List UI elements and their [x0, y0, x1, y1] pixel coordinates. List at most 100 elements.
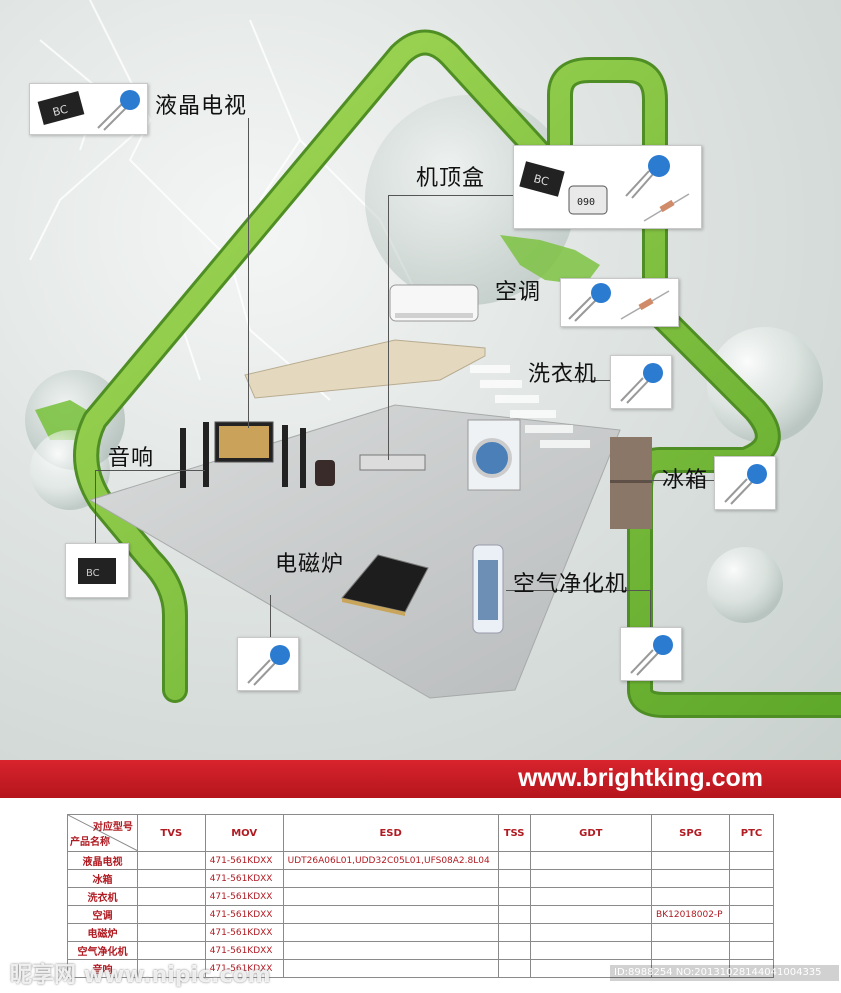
row-product-name: 电磁炉 [67, 923, 138, 942]
varistor-icon [653, 635, 673, 655]
table-corner-header: 对应型号 产品名称 [67, 814, 138, 852]
leader-stb [388, 195, 389, 460]
cell-ptc [729, 923, 774, 942]
callout-tv-components: BC [29, 83, 148, 135]
cell-mov: 471-561KDXX [204, 869, 284, 888]
cell-gdt [529, 869, 653, 888]
label-air-conditioner: 空调 [495, 280, 542, 305]
chip-mark-text: BC [532, 172, 550, 189]
cell-tss [497, 851, 531, 870]
leader-fridge [648, 480, 714, 481]
cell-spg [651, 869, 731, 888]
cell-mov: 471-561KDXX [204, 905, 284, 924]
cell-esd [282, 923, 499, 942]
leader-speaker [95, 470, 96, 550]
leader-tv [248, 118, 249, 428]
air-conditioner [389, 284, 479, 322]
air-purifier [472, 544, 504, 634]
callout-washer-components [610, 355, 672, 409]
washing-machine [467, 419, 521, 491]
cell-tss [497, 941, 531, 960]
sidac-icon [568, 185, 608, 215]
cell-tvs [136, 851, 206, 870]
cell-mov: 471-561KDXX [204, 851, 284, 870]
varistor-icon [648, 155, 670, 177]
column-header-tvs: TVS [136, 814, 206, 852]
label-air-purifier: 空气净化机 [513, 572, 629, 597]
varistor-icon [270, 645, 290, 665]
leader-cooker [270, 595, 271, 638]
callout-speaker-components: BC [65, 543, 129, 598]
callout-purifier-components [620, 627, 682, 681]
cell-tss [497, 923, 531, 942]
cell-gdt [529, 887, 653, 906]
set-top-box [359, 454, 426, 471]
upper-floor [244, 339, 486, 399]
label-set-top-box: 机顶盒 [416, 166, 486, 191]
cell-gdt [529, 923, 653, 942]
cell-tss [497, 869, 531, 888]
varistor-icon [643, 363, 663, 383]
cell-spg [651, 923, 731, 942]
chip-mark-text: BC [86, 568, 100, 579]
bubble-2 [707, 547, 783, 623]
product-table: 对应型号 产品名称 TVS MOV ESD TSS GDT SPG PTC 液晶… [67, 814, 774, 978]
column-header-gdt: GDT [529, 814, 653, 852]
induction-cooker [341, 554, 429, 616]
cell-spg [651, 851, 731, 870]
lightning [29, 0, 421, 401]
column-header-esd: ESD [282, 814, 499, 852]
label-tv: 液晶电视 [155, 94, 248, 119]
label-speaker: 音响 [108, 446, 155, 471]
cell-ptc [729, 905, 774, 924]
cell-gdt [529, 851, 653, 870]
stairs [470, 365, 590, 448]
cell-esd [282, 869, 499, 888]
cell-gdt [529, 941, 653, 960]
website-url[interactable]: www.brightking.com [518, 764, 763, 792]
chip-mark-text: BC [51, 102, 69, 119]
cell-ptc [729, 959, 774, 978]
cell-esd [282, 887, 499, 906]
column-header-ptc: PTC [729, 814, 774, 852]
row-product-name: 液晶电视 [67, 851, 138, 870]
row-product-name: 洗衣机 [67, 887, 138, 906]
refrigerator [610, 437, 652, 529]
label-refrigerator: 冰箱 [662, 468, 709, 493]
table-row: 冰箱 471-561KDXX [67, 869, 774, 888]
callout-cooker-components [237, 637, 299, 691]
cell-esd [282, 905, 499, 924]
tv-speakers [180, 421, 335, 488]
row-product-name: 空调 [67, 905, 138, 924]
column-header-mov: MOV [204, 814, 284, 852]
cell-gdt [529, 905, 653, 924]
cell-ptc [729, 941, 774, 960]
cell-esd: UDT26A06L01,UDD32C05L01,UFS08A2.8L04 [282, 851, 499, 870]
smd-diode-icon [78, 558, 116, 584]
callout-stb-components: BC 090 [513, 145, 702, 229]
cell-tss [497, 887, 531, 906]
cell-spg [651, 887, 731, 906]
cell-tss [497, 959, 531, 978]
table-row: 电磁炉 471-561KDXX [67, 923, 774, 942]
label-induction-cooker: 电磁炉 [275, 552, 345, 577]
cell-gdt [529, 959, 653, 978]
cell-spg [651, 941, 731, 960]
callout-fridge-components [714, 456, 776, 510]
cell-tvs [136, 905, 206, 924]
cell-mov: 471-561KDXX [204, 923, 284, 942]
scene-art [0, 0, 841, 718]
smd-diode-icon [519, 161, 565, 197]
cell-esd [282, 941, 499, 960]
cell-tvs [136, 869, 206, 888]
row-product-name: 冰箱 [67, 869, 138, 888]
varistor-icon [120, 90, 140, 110]
row-product-name: 音响 [67, 959, 138, 978]
cell-ptc [729, 887, 774, 906]
cell-tvs [136, 923, 206, 942]
leader-purifier [650, 590, 651, 628]
